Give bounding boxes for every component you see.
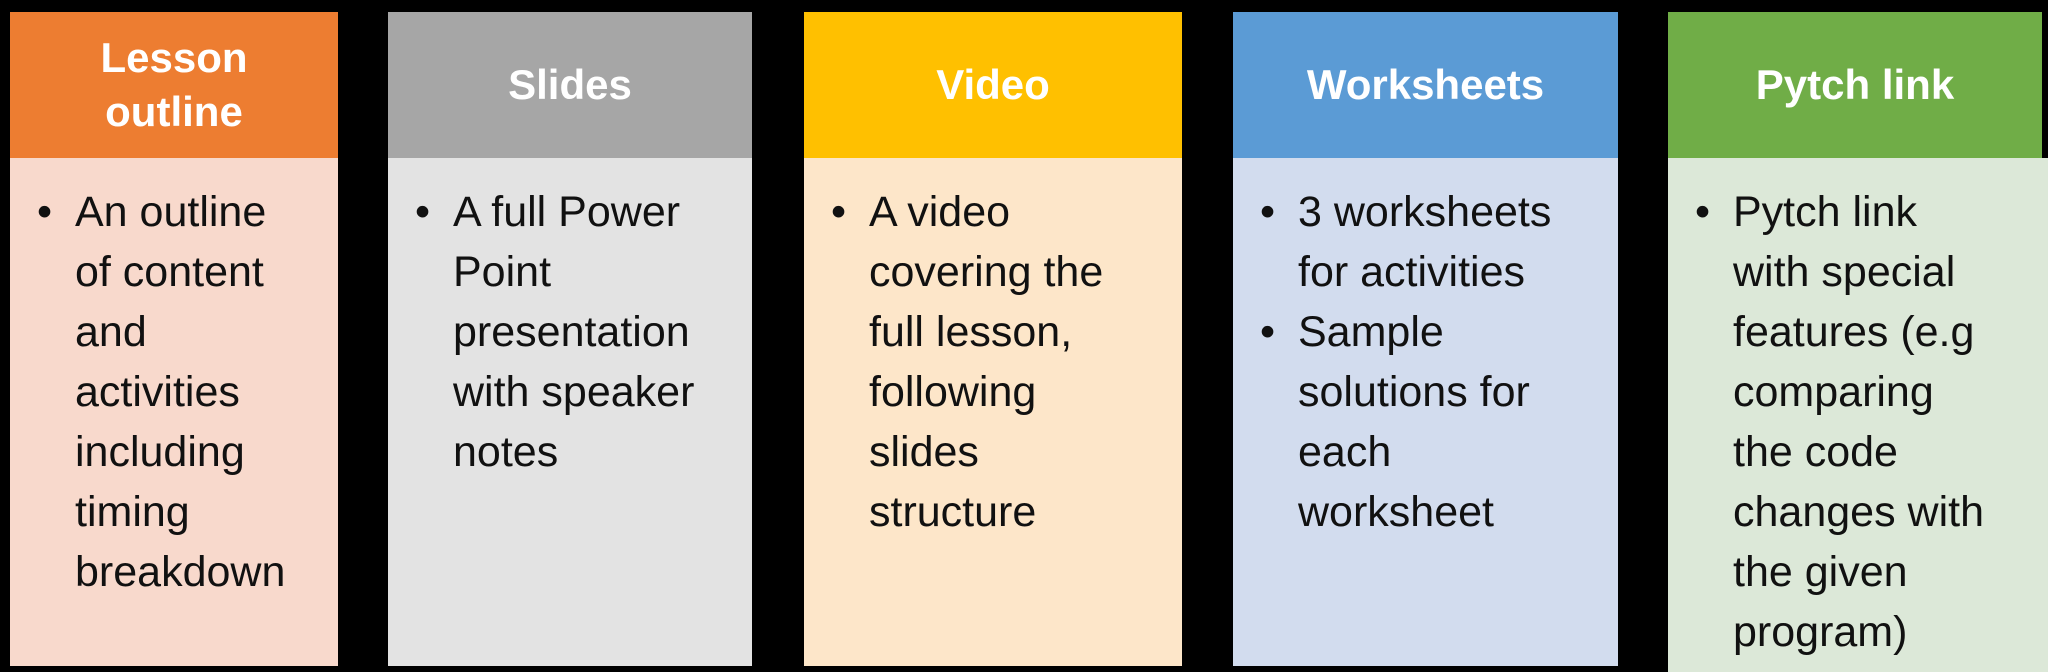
bullet-list: A full Power Point presentation with spe… bbox=[388, 158, 752, 482]
column-title: Slides bbox=[508, 61, 632, 108]
bullet-item: A full Power Point presentation with spe… bbox=[415, 182, 744, 482]
column-title: Video bbox=[936, 61, 1050, 108]
column-header-lesson-outline: Lesson outline bbox=[10, 12, 338, 158]
column-header-worksheets: Worksheets bbox=[1233, 12, 1618, 158]
column-pytch-link: Pytch link Pytch link with special featu… bbox=[1668, 12, 2048, 672]
column-title: Lesson outline bbox=[100, 34, 248, 135]
column-body-video: A video covering the full lesson, follow… bbox=[804, 158, 1182, 666]
column-lesson-outline: Lesson outline An outline of content and… bbox=[10, 12, 338, 666]
column-slides: Slides A full Power Point presentation w… bbox=[388, 12, 752, 666]
bullet-list: 3 worksheets for activities Sample solut… bbox=[1233, 158, 1618, 542]
column-body-lesson-outline: An outline of content and activities inc… bbox=[10, 158, 338, 666]
column-header-pytch-link: Pytch link bbox=[1668, 12, 2042, 158]
column-body-worksheets: 3 worksheets for activities Sample solut… bbox=[1233, 158, 1618, 666]
bullet-item: An outline of content and activities inc… bbox=[37, 182, 330, 602]
column-title: Pytch link bbox=[1755, 61, 1955, 108]
column-header-slides: Slides bbox=[388, 12, 752, 158]
column-body-slides: A full Power Point presentation with spe… bbox=[388, 158, 752, 666]
bullet-item: Sample solutions for each worksheet bbox=[1260, 302, 1610, 542]
column-body-pytch-link: Pytch link with special features (e.g co… bbox=[1668, 158, 2048, 672]
bullet-item: 3 worksheets for activities bbox=[1260, 182, 1610, 302]
bullet-item: Pytch link with special features (e.g co… bbox=[1695, 182, 2040, 662]
bullet-list: Pytch link with special features (e.g co… bbox=[1668, 158, 2048, 662]
bullet-list: An outline of content and activities inc… bbox=[10, 158, 338, 602]
bullet-list: A video covering the full lesson, follow… bbox=[804, 158, 1182, 542]
column-video: Video A video covering the full lesson, … bbox=[804, 12, 1182, 666]
column-header-video: Video bbox=[804, 12, 1182, 158]
bullet-item: A video covering the full lesson, follow… bbox=[831, 182, 1174, 542]
column-worksheets: Worksheets 3 worksheets for activities S… bbox=[1233, 12, 1618, 666]
column-title: Worksheets bbox=[1306, 61, 1545, 108]
